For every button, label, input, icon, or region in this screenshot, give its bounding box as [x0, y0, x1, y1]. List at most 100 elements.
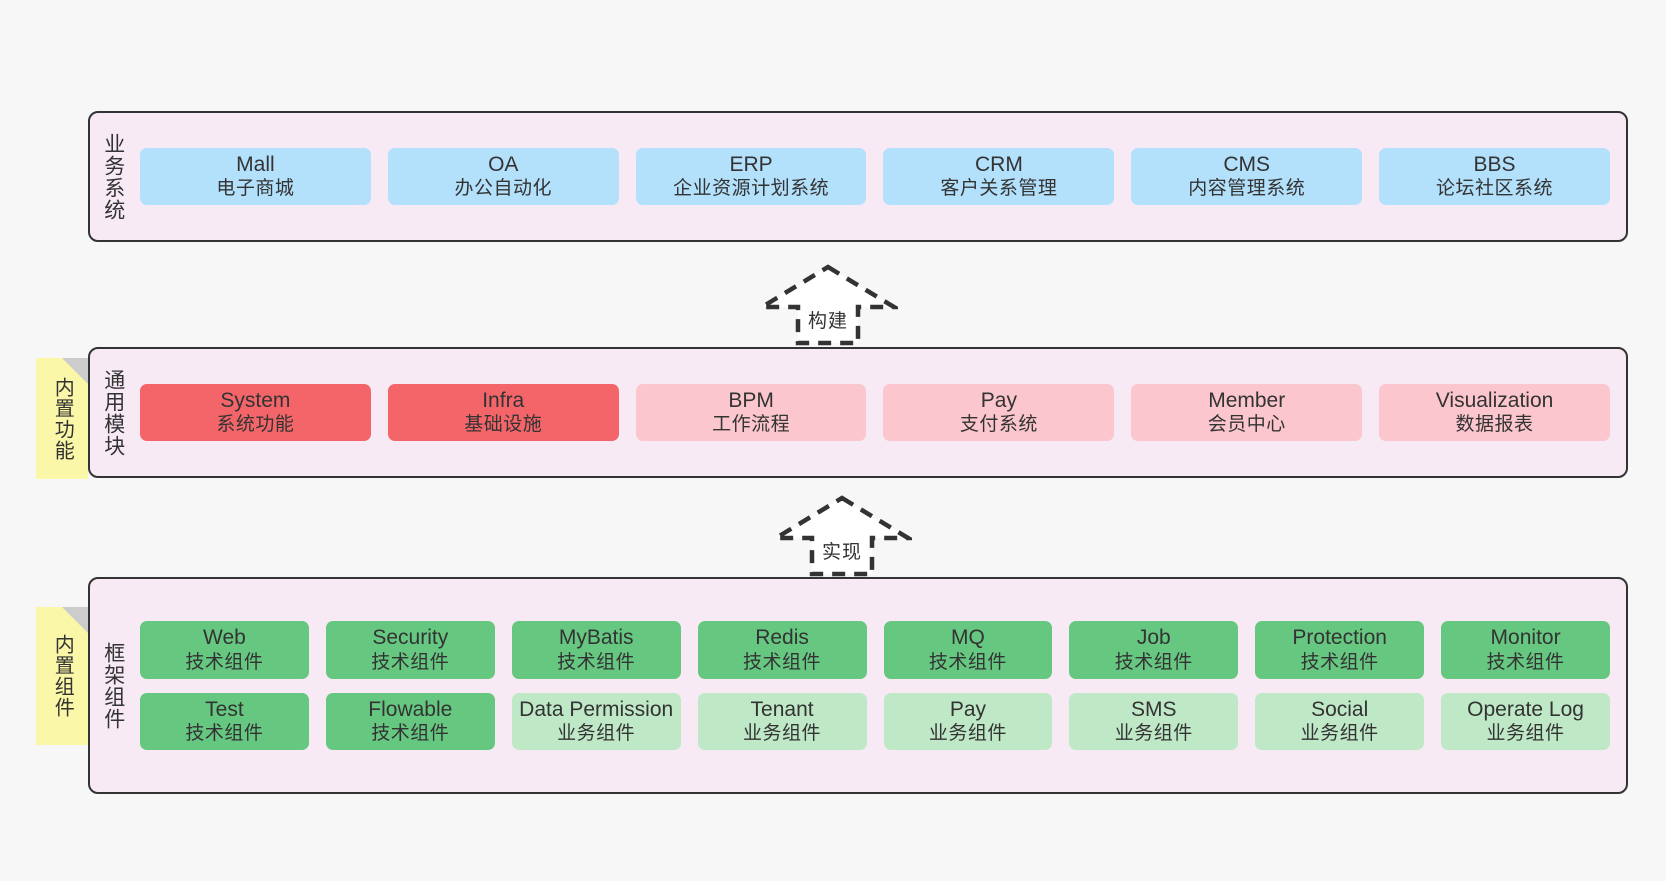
node-subtitle: 技术组件: [557, 651, 636, 673]
node-web[interactable]: Web 技术组件: [140, 621, 309, 679]
node-subtitle: 技术组件: [371, 651, 450, 673]
node-subtitle: 技术组件: [1300, 651, 1379, 673]
node-title: Redis: [755, 626, 809, 650]
node-test[interactable]: Test 技术组件: [140, 692, 309, 750]
layer-label-business-system: 业务系统: [101, 132, 125, 221]
arrow-build-label: 构建: [807, 311, 849, 332]
node-erp[interactable]: ERP 企业资源计划系统: [635, 147, 867, 206]
arrow-build: 构建: [758, 261, 898, 347]
node-title: SMS: [1131, 697, 1177, 721]
node-title: ERP: [729, 152, 773, 176]
note-fold-corner-icon: [62, 358, 88, 384]
node-title: Data Permission: [519, 697, 674, 721]
node-subtitle: 技术组件: [1114, 651, 1193, 673]
note-label: 内置组件: [51, 634, 74, 718]
layer-label-common-modules: 通用模块: [101, 368, 125, 457]
node-subtitle: 业务组件: [928, 723, 1007, 745]
node-member[interactable]: Member 会员中心: [1131, 383, 1363, 442]
node-title: Pay: [949, 697, 987, 721]
node-title: BBS: [1473, 152, 1516, 176]
layer-business-system: 业务系统 Mall 电子商城 OA 办公自动化 ERP 企业资源计划系统 CRM…: [88, 111, 1628, 242]
node-subtitle: 支付系统: [959, 414, 1038, 436]
node-title: CMS: [1223, 152, 1271, 176]
node-subtitle: 内容管理系统: [1188, 178, 1306, 200]
node-visualization[interactable]: Visualization 数据报表: [1379, 383, 1610, 442]
node-title: Monitor: [1490, 626, 1561, 650]
node-title: Social: [1311, 697, 1369, 721]
node-pay[interactable]: Pay 支付系统: [883, 383, 1115, 442]
layer-common-modules: 通用模块 System 系统功能 Infra 基础设施 BPM 工作流程 Pay…: [88, 347, 1628, 478]
node-subtitle: 工作流程: [712, 414, 791, 436]
node-title: Pay: [980, 388, 1017, 412]
node-subtitle: 业务组件: [1486, 723, 1565, 745]
node-subtitle: 企业资源计划系统: [673, 178, 830, 200]
node-title: MyBatis: [558, 626, 634, 650]
node-mybatis[interactable]: MyBatis 技术组件: [511, 621, 681, 679]
node-title: MQ: [951, 626, 985, 650]
node-title: Flowable: [368, 697, 453, 721]
note-builtin-features: 内置功能: [36, 358, 88, 479]
node-title: Visualization: [1435, 388, 1554, 412]
node-mq[interactable]: MQ 技术组件: [883, 621, 1053, 679]
node-sms[interactable]: SMS 业务组件: [1069, 692, 1239, 750]
node-subtitle: 客户关系管理: [940, 178, 1058, 200]
node-title: Protection: [1292, 626, 1387, 650]
node-cms[interactable]: CMS 内容管理系统: [1131, 147, 1363, 206]
node-subtitle: 业务组件: [743, 723, 822, 745]
node-protection[interactable]: Protection 技术组件: [1255, 621, 1425, 679]
node-title: Security: [372, 626, 449, 650]
note-label: 内置功能: [51, 376, 74, 461]
node-monitor[interactable]: Monitor 技术组件: [1441, 621, 1610, 679]
node-tenant[interactable]: Tenant 业务组件: [697, 692, 867, 750]
node-title: Job: [1136, 626, 1171, 650]
node-subtitle: 会员中心: [1207, 414, 1286, 436]
node-subtitle: 技术组件: [371, 723, 450, 745]
node-title: BPM: [728, 388, 774, 412]
node-row: System 系统功能 Infra 基础设施 BPM 工作流程 Pay 支付系统…: [140, 383, 1610, 442]
node-subtitle: 技术组件: [928, 651, 1007, 673]
arrow-implement: 实现: [772, 492, 912, 578]
node-title: Test: [205, 697, 244, 721]
node-bpm[interactable]: BPM 工作流程: [635, 383, 867, 442]
node-subtitle: 技术组件: [185, 723, 264, 745]
node-title: Member: [1208, 388, 1286, 412]
node-subtitle: 业务组件: [1114, 723, 1193, 745]
node-title: CRM: [974, 152, 1023, 176]
node-oa[interactable]: OA 办公自动化: [387, 147, 619, 206]
node-title: Infra: [482, 388, 525, 412]
layer-framework-components: 框架组件 Web 技术组件 Security 技术组件 MyBatis 技术组件…: [88, 577, 1628, 794]
node-row: Web 技术组件 Security 技术组件 MyBatis 技术组件 Redi…: [140, 621, 1610, 679]
note-builtin-components: 内置组件: [36, 607, 88, 745]
node-title: System: [220, 388, 291, 412]
node-subtitle: 基础设施: [464, 414, 543, 436]
node-mall[interactable]: Mall 电子商城: [140, 147, 371, 206]
node-row: Mall 电子商城 OA 办公自动化 ERP 企业资源计划系统 CRM 客户关系…: [140, 147, 1610, 206]
node-title: Operate Log: [1467, 697, 1584, 721]
node-subtitle: 技术组件: [743, 651, 822, 673]
node-subtitle: 业务组件: [1300, 723, 1379, 745]
node-subtitle: 论坛社区系统: [1436, 178, 1554, 200]
layer-label-framework-components: 框架组件: [101, 641, 125, 730]
node-subtitle: 电子商城: [216, 178, 295, 200]
node-job[interactable]: Job 技术组件: [1069, 621, 1239, 679]
node-pay-business[interactable]: Pay 业务组件: [883, 692, 1053, 750]
node-subtitle: 数据报表: [1455, 414, 1534, 436]
node-flowable[interactable]: Flowable 技术组件: [325, 692, 495, 750]
arrow-implement-label: 实现: [821, 542, 863, 563]
node-security[interactable]: Security 技术组件: [325, 621, 495, 679]
node-title: OA: [488, 152, 519, 176]
node-system[interactable]: System 系统功能: [140, 383, 371, 442]
node-title: Web: [203, 626, 246, 650]
node-title: Tenant: [750, 697, 814, 721]
node-subtitle: 办公自动化: [454, 178, 552, 200]
node-bbs[interactable]: BBS 论坛社区系统: [1379, 147, 1610, 206]
layer-body-framework-components: Web 技术组件 Security 技术组件 MyBatis 技术组件 Redi…: [136, 579, 1626, 792]
node-operate-log[interactable]: Operate Log 业务组件: [1441, 692, 1610, 750]
node-redis[interactable]: Redis 技术组件: [697, 621, 867, 679]
node-infra[interactable]: Infra 基础设施: [387, 383, 619, 442]
node-subtitle: 业务组件: [557, 723, 636, 745]
node-data-permission[interactable]: Data Permission 业务组件: [511, 692, 681, 750]
node-social[interactable]: Social 业务组件: [1255, 692, 1425, 750]
node-crm[interactable]: CRM 客户关系管理: [883, 147, 1115, 206]
